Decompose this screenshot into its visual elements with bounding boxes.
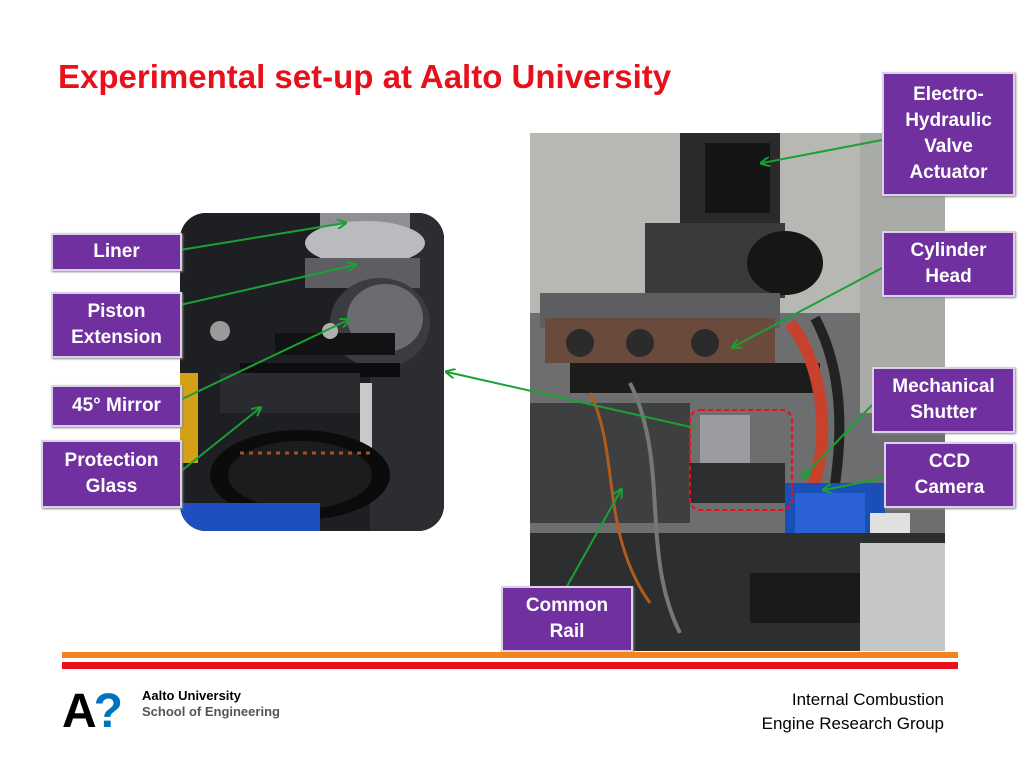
label-ccd-camera: CCD Camera bbox=[884, 442, 1015, 508]
label-piston-extension: Piston Extension bbox=[51, 292, 182, 358]
logo-question-mark: ? bbox=[93, 685, 123, 738]
label-mirror: 45° Mirror bbox=[51, 385, 182, 427]
label-common-rail: Common Rail bbox=[501, 586, 633, 652]
label-protection-glass: Protection Glass bbox=[41, 440, 182, 508]
label-valve-actuator: Electro- Hydraulic Valve Actuator bbox=[882, 72, 1015, 196]
label-liner: Liner bbox=[51, 233, 182, 271]
school-name: School of Engineering bbox=[142, 704, 280, 719]
label-cylinder-head: Cylinder Head bbox=[882, 231, 1015, 297]
closeup-photo bbox=[180, 213, 444, 531]
logo-letter: A bbox=[62, 685, 97, 738]
label-mechanical-shutter: Mechanical Shutter bbox=[872, 367, 1015, 433]
research-group-line-2: Engine Research Group bbox=[761, 714, 944, 733]
closeup-photo-graphic bbox=[180, 213, 444, 531]
research-group-line-1: Internal Combustion bbox=[791, 690, 944, 709]
aalto-logo: A? bbox=[62, 685, 123, 738]
university-name: Aalto University bbox=[142, 688, 241, 703]
footer-bar-red bbox=[62, 662, 958, 669]
footer-bar-orange bbox=[62, 652, 958, 658]
slide-title: Experimental set-up at Aalto University bbox=[58, 58, 672, 95]
